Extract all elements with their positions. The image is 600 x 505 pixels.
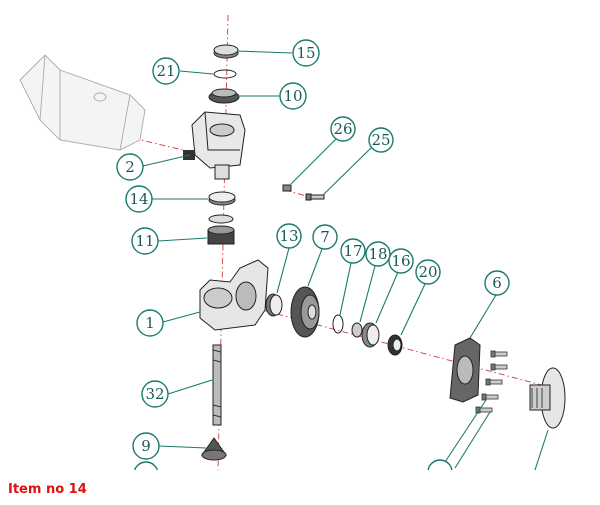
leader-bolt-lower-2: [454, 411, 491, 469]
svg-text:9: 9: [141, 437, 151, 455]
callout-9: 9: [132, 432, 160, 460]
svg-text:14: 14: [129, 190, 148, 208]
leader-25: [322, 147, 372, 196]
bolt-part-25: [305, 193, 325, 201]
leader-6: [469, 294, 497, 339]
leader-17: [339, 262, 352, 316]
exploded-parts-diagram: 15 21 10 2 14 11 1 32 9 13 7 17 18 16 20…: [19, 14, 566, 470]
leader-bolt-lower: [444, 399, 487, 463]
leader-18: [359, 265, 376, 323]
leader-13: [276, 247, 290, 294]
gear-part-10: [208, 88, 240, 104]
svg-text:20: 20: [418, 263, 437, 281]
output-flange: [529, 367, 566, 429]
svg-text:21: 21: [156, 62, 175, 80]
housing-part-2: [183, 111, 246, 180]
bevel-gear-part-7: [290, 286, 320, 338]
svg-text:2: 2: [125, 158, 135, 176]
svg-text:26: 26: [333, 120, 352, 138]
shaft-part-32: [212, 344, 222, 426]
callout-32: 32: [141, 380, 169, 408]
callout-7: 7: [312, 224, 338, 250]
circlip-part-17: [332, 314, 344, 334]
svg-text:13: 13: [279, 227, 298, 245]
leader-26: [290, 137, 338, 185]
svg-text:10: 10: [283, 87, 302, 105]
callout-6: 6: [484, 270, 510, 296]
callout-13: 13: [276, 223, 302, 249]
svg-text:17: 17: [343, 242, 362, 260]
callout-15: 15: [292, 39, 320, 67]
bearing-part-14: [208, 191, 236, 206]
bearing-ring: [208, 214, 234, 224]
bevel-gear-part-9: [201, 437, 227, 461]
callout-16: 16: [388, 248, 414, 274]
cover-part-6: [449, 337, 481, 403]
leader-15: [236, 50, 293, 54]
leader-flange: [534, 429, 549, 470]
seal-part-20: [387, 334, 403, 356]
svg-text:15: 15: [296, 44, 315, 62]
circlip-part-21: [213, 69, 237, 79]
leader-32: [167, 379, 213, 395]
leader-1: [162, 311, 201, 323]
bolt-part-26: [282, 184, 292, 192]
svg-text:1: 1: [145, 314, 155, 332]
callout-26: 26: [330, 116, 356, 142]
callout-25: 25: [368, 127, 394, 153]
callout-14: 14: [125, 185, 153, 213]
svg-text:7: 7: [320, 228, 330, 246]
callout-21: 21: [152, 57, 180, 85]
ring-part-18: [351, 322, 363, 338]
bearing-part-15: [213, 44, 239, 59]
leader-7: [307, 248, 323, 287]
svg-text:32: 32: [145, 385, 164, 403]
bearing-part-16: [361, 322, 380, 348]
leader-2: [142, 154, 191, 167]
callout-20: 20: [415, 259, 441, 285]
svg-text:16: 16: [391, 252, 410, 270]
svg-text:25: 25: [371, 131, 390, 149]
leader-21: [179, 70, 214, 75]
svg-text:18: 18: [368, 245, 387, 263]
callout-1: 1: [136, 309, 164, 337]
needle-bearing-part-11: [207, 225, 235, 245]
svg-text:6: 6: [492, 274, 502, 292]
leader-9: [158, 445, 207, 449]
leader-20: [400, 283, 426, 336]
ghost-housing: [19, 54, 146, 151]
leader-11: [157, 237, 208, 242]
callout-18: 18: [365, 241, 391, 267]
bolt-set: [475, 350, 508, 414]
housing-part-1: [199, 259, 269, 331]
leader-16: [375, 271, 399, 324]
callout-17: 17: [340, 238, 366, 264]
callout-partial-lower: [427, 459, 453, 470]
item-caption: Item no 14: [8, 482, 87, 497]
callout-11: 11: [131, 227, 159, 255]
callout-10: 10: [279, 82, 307, 110]
callout-partial-bottom: [133, 461, 159, 470]
svg-text:11: 11: [135, 232, 154, 250]
bearing-part-13: [265, 293, 283, 317]
horizontal-axis-main: [224, 299, 561, 391]
callout-2: 2: [116, 153, 144, 181]
